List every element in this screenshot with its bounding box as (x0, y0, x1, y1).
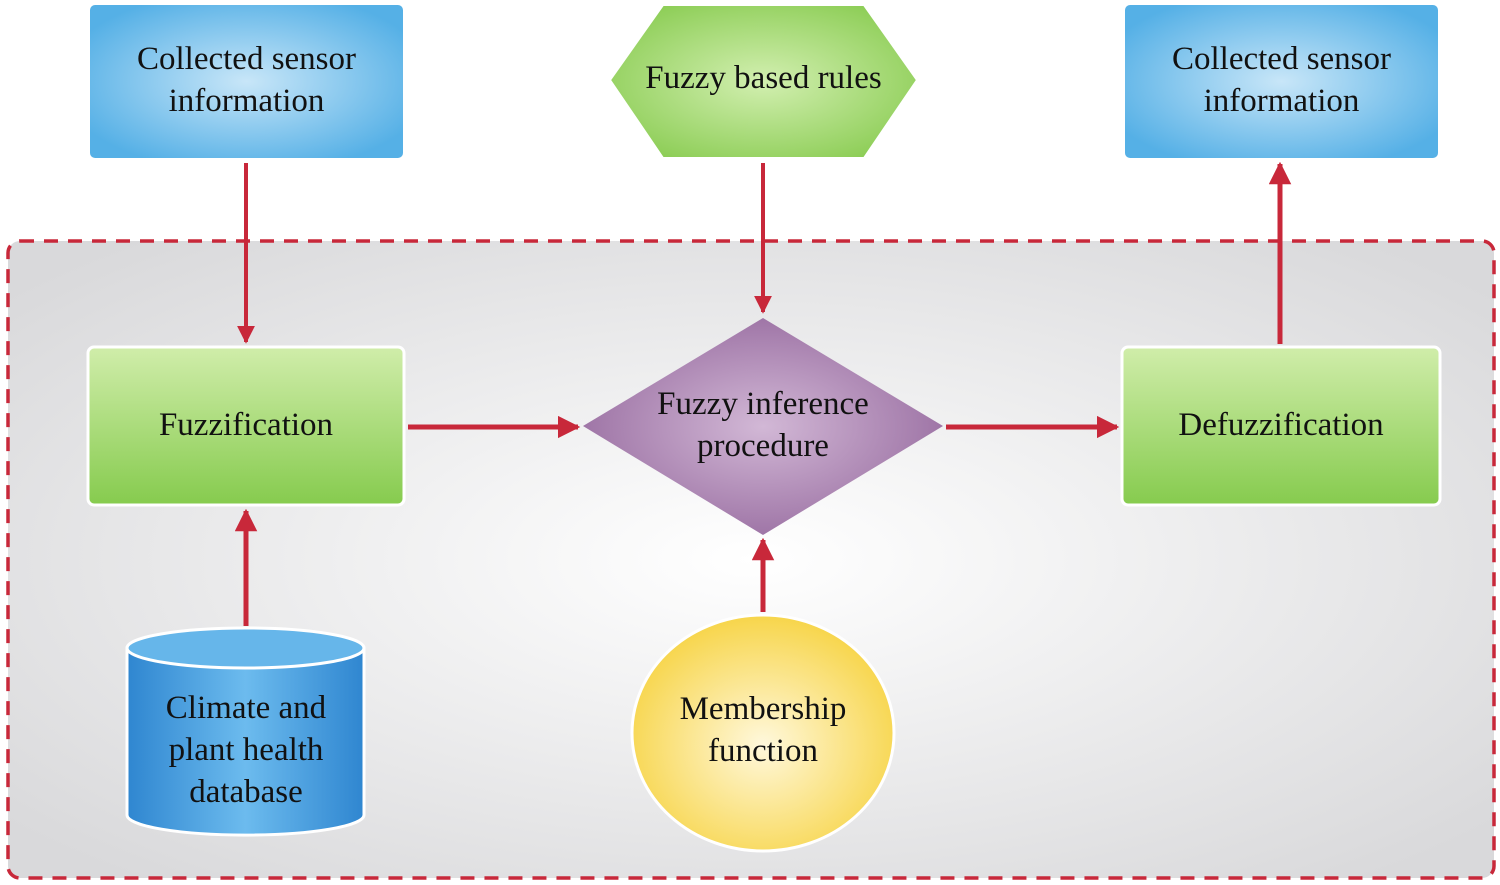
inference-diamond (583, 318, 943, 535)
membership-ellipse (630, 613, 896, 853)
fuzzy-rules-label: Fuzzy based rules (645, 59, 882, 96)
fuzzy-rules-hexagon (609, 4, 918, 159)
inference-label: Fuzzy inference procedure (657, 386, 869, 464)
output-sensor-label: Collected sensor information (1171, 41, 1392, 119)
defuzzification-label: Defuzzification (1178, 407, 1384, 443)
defuzzification-box (1120, 345, 1442, 507)
input-sensor-label: Collected sensor information (136, 41, 357, 119)
output-sensor-box (1125, 5, 1438, 158)
membership-label: Membership function (679, 691, 847, 769)
fuzzification-label: Fuzzification (158, 407, 334, 443)
database-cylinder (125, 626, 366, 837)
database-label: Climate and plant health database (165, 690, 327, 810)
input-sensor-box (90, 5, 403, 158)
fuzzification-box (86, 345, 406, 507)
